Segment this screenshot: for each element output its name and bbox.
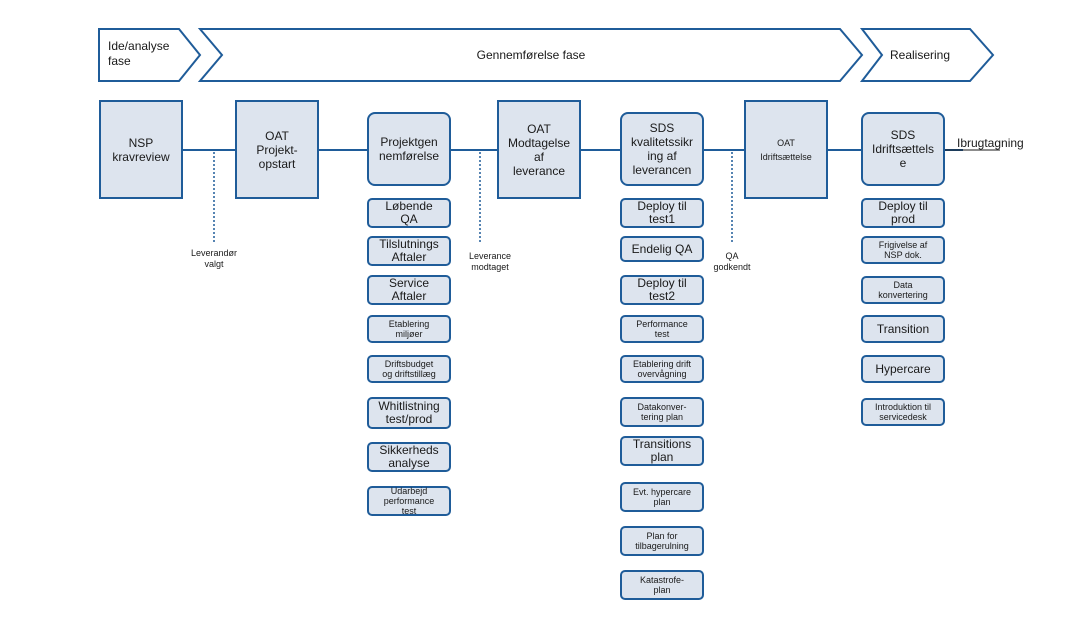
task-deploy-til-test2: Deploy til test2 xyxy=(620,275,704,305)
task-deploy-til-prod: Deploy til prod xyxy=(861,198,945,228)
phase-gennemforelse-label: Gennemførelse fase xyxy=(477,48,586,62)
task-data-konvertering: Data konvertering xyxy=(861,276,945,304)
task-frigivelse-af-nsp-dok: Frigivelse af NSP dok. xyxy=(861,236,945,264)
task-sikkerheds-analyse: Sikkerheds analyse xyxy=(367,442,451,472)
task-etablering-drift-overvågning: Etablering drift overvågning xyxy=(620,355,704,383)
nsp-kravreview-box: NSP kravreview xyxy=(99,100,183,199)
task-deploy-til-test1: Deploy til test1 xyxy=(620,198,704,228)
phase-ide-label-line1: Ide/analyse xyxy=(108,39,170,53)
task-løbende-qa: Løbende QA xyxy=(367,198,451,228)
milestone-leverandor-valgt: Leverandør valgt xyxy=(190,248,238,269)
sds-kvalitetssikring-box: SDS kvalitetssikr ing af leverancen xyxy=(620,112,704,186)
oat-modtagelse-box: OAT Modtagelse af leverance xyxy=(497,100,581,199)
task-evt-hypercare-plan: Evt. hypercare plan xyxy=(620,482,704,512)
task-katastrofe-plan: Katastrofe- plan xyxy=(620,570,704,600)
sds-idriftsaettelse-box: SDS Idriftsættels e xyxy=(861,112,945,186)
task-hypercare: Hypercare xyxy=(861,355,945,383)
phase-realisering-label: Realisering xyxy=(890,48,950,62)
milestone-leverance-modtaget: Leverance modtaget xyxy=(468,251,512,272)
task-whitlistning-test-prod: Whitlistning test/prod xyxy=(367,397,451,429)
projektgennemforelse-box: Projektgen nemførelse xyxy=(367,112,451,186)
phase-ide-label-line2: fase xyxy=(108,54,131,68)
phase-ide: Ide/analyse fase xyxy=(98,28,202,82)
task-plan-for-tilbagerulning: Plan for tilbagerulning xyxy=(620,526,704,556)
task-driftsbudget-og-driftstillæg: Driftsbudget og driftstillæg xyxy=(367,355,451,383)
task-udarbejd-performance-test: Udarbejd performance test xyxy=(367,486,451,516)
task-introduktion-til-servicedesk: Introduktion til servicedesk xyxy=(861,398,945,426)
oat-projektopstart-box: OAT Projekt- opstart xyxy=(235,100,319,199)
phase-gennemforelse: Gennemførelse fase xyxy=(197,28,864,82)
ibrugtagning-label: Ibrugtagning xyxy=(957,136,1024,150)
task-tilslutnings-aftaler: Tilslutnings Aftaler xyxy=(367,236,451,266)
task-transitions-plan: Transitions plan xyxy=(620,436,704,466)
phase-realisering: Realisering xyxy=(859,28,995,82)
oat-idriftsaettelse-box: OAT Idriftsættelse xyxy=(744,100,828,199)
task-performance-test: Performance test xyxy=(620,315,704,343)
task-transition: Transition xyxy=(861,315,945,343)
task-datakonver-tering-plan: Datakonver- tering plan xyxy=(620,397,704,427)
task-endelig-qa: Endelig QA xyxy=(620,236,704,262)
task-etablering-miljøer: Etablering miljøer xyxy=(367,315,451,343)
task-service-aftaler: Service Aftaler xyxy=(367,275,451,305)
milestone-qa-godkendt: QA godkendt xyxy=(713,251,751,272)
